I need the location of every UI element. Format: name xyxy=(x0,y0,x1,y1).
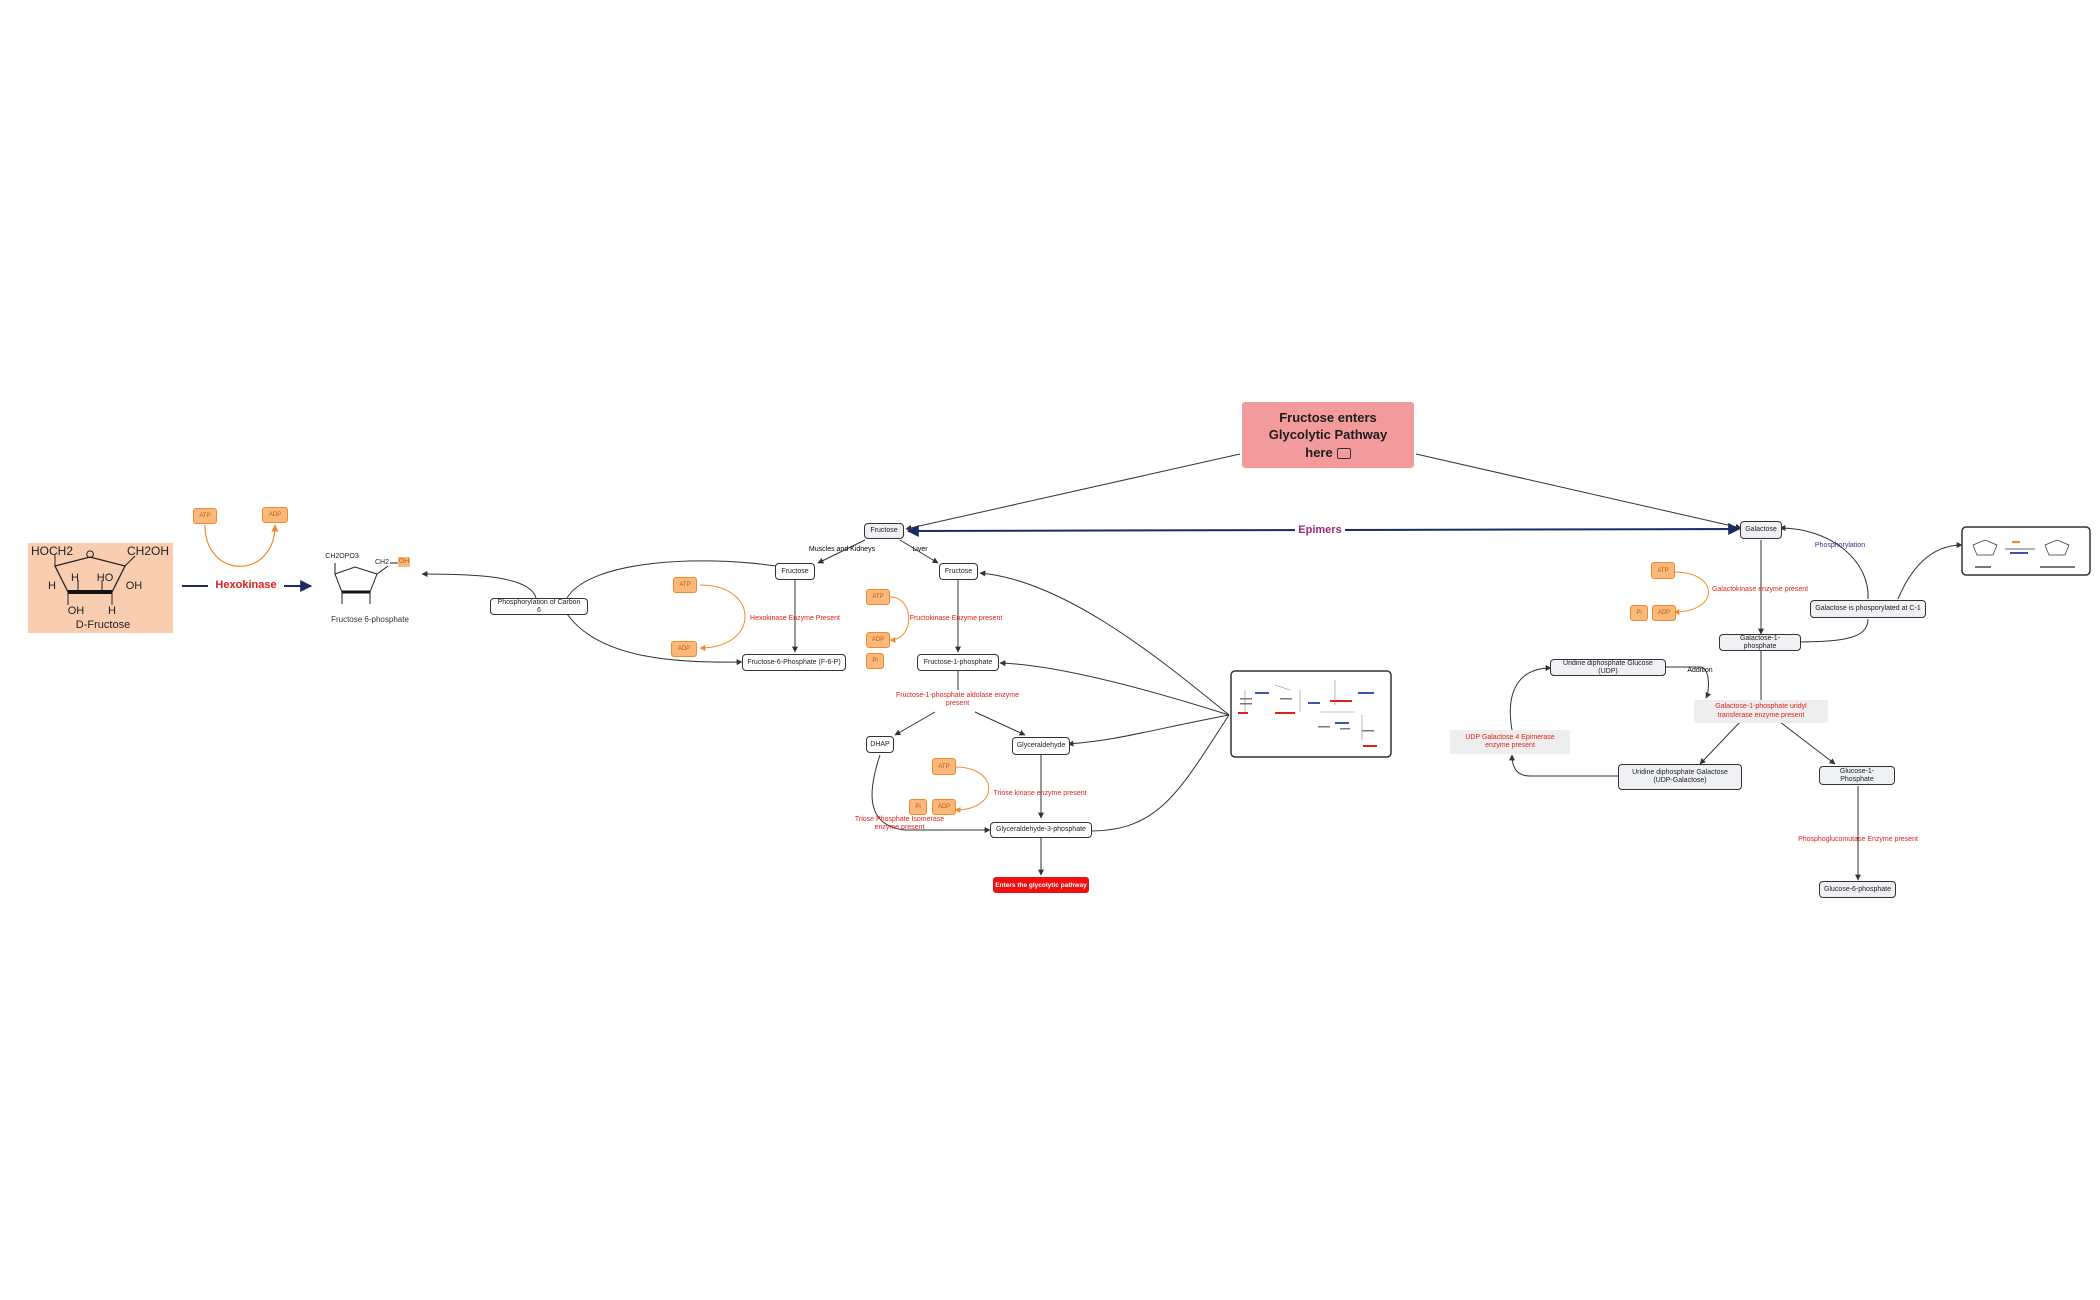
triose-kinase-atp-arc xyxy=(954,766,990,813)
phosphorylation-to-fructose xyxy=(566,560,777,599)
triose-kinase-atp-pill: ATP xyxy=(932,758,956,775)
hoch2-label: HOCH2 xyxy=(30,544,73,558)
f6p-oh-highlight xyxy=(398,557,410,567)
fructose-liver-node[interactable]: Fructose xyxy=(939,563,978,580)
hexokinase-label: Hexokinase xyxy=(215,579,277,591)
fructokinase-enzyme-label: Fructokinase Enzyme present xyxy=(909,615,1003,622)
panel-to-liver-fructose xyxy=(979,570,1230,716)
fructose-to-liver-fructose xyxy=(899,539,939,564)
fructokinase-atp-pill: ATP xyxy=(866,589,890,605)
f6p-ring xyxy=(334,566,378,593)
fructose-top-node[interactable]: Fructose xyxy=(864,523,904,539)
uridyl-to-glucose-1p xyxy=(1779,721,1836,765)
enters-glycolytic-node[interactable]: Enters the glycolytic pathway xyxy=(993,877,1089,893)
f6p-oh-label: OH xyxy=(398,558,410,565)
galactose-1p-node[interactable]: Galactose-1-phosphate xyxy=(1719,634,1801,651)
triose-kinase-pi-pill: Pi xyxy=(909,799,927,815)
aldolase-to-dhap xyxy=(894,711,936,736)
phosphorylation-to-f6p xyxy=(566,613,743,666)
fructokinase-adp-pill: ADP xyxy=(866,632,890,648)
epimerase-enzyme-label: UDP Galactose 4 Epimerase enzyme present xyxy=(1450,730,1570,754)
d-fructose-panel xyxy=(28,543,173,633)
callout-to-fructose xyxy=(905,453,1241,531)
ring-oxygen-label: O xyxy=(85,549,95,561)
callout-to-galactose xyxy=(1415,453,1742,530)
phosphorylated-to-galactose-1p xyxy=(1785,618,1869,645)
panel-to-g3p xyxy=(1091,714,1230,832)
phosphorylation-to-f6p-structure xyxy=(421,571,537,599)
f6p-node[interactable]: Fructose-6-Phosphate (F-6-P) xyxy=(742,654,846,671)
panel-to-glyceraldehyde xyxy=(1067,714,1230,747)
epimerase-to-udp-glucose xyxy=(1509,665,1552,731)
h-label-2: H xyxy=(71,572,79,584)
aldolase-enzyme-label: Fructose-1-phosphate aldolase enzyme pre… xyxy=(896,692,1019,708)
hexokinase-enzyme-label: Hexokinase Enzyme Present xyxy=(750,615,840,622)
d-fructose-label: D-Fructose xyxy=(75,619,131,631)
aldolase-to-glyceraldehyde xyxy=(974,711,1026,736)
phosphorylated-to-image-panel xyxy=(1897,542,1963,600)
callout-text: Fructose enters Glycolytic Pathway here xyxy=(1268,409,1388,460)
hexokinase-atp-pill: ATP xyxy=(673,577,697,593)
ch2oh-label: CH2OH xyxy=(126,544,169,558)
fructokinase-atp-arc xyxy=(889,596,910,643)
uridyl-transferase-enzyme-label: Galactose-1-phosphate uridyl transferase… xyxy=(1694,700,1828,723)
oh-label-1: OH xyxy=(125,580,143,592)
fructose-metabolism-thumbnail xyxy=(1230,670,1392,758)
muscles-kidneys-label: Muscles and Kidneys xyxy=(808,546,876,553)
g3p-node[interactable]: Glyceraldehyde-3-phosphate xyxy=(990,822,1092,838)
f6p-bond-2 xyxy=(376,565,389,575)
phosphorylation-label: Phosphorylation xyxy=(1814,542,1866,549)
fructose-enters-callout[interactable]: Fructose enters Glycolytic Pathway here xyxy=(1242,402,1414,468)
oh-label-2: OH xyxy=(67,605,85,617)
left-adp-pill: ADP xyxy=(262,507,288,523)
f6p-ch2opo3-label: CH2OPO3 xyxy=(325,553,359,560)
glucose-1p-node[interactable]: Glucose-1-Phosphate xyxy=(1819,766,1895,785)
d-fructose-bond-2 xyxy=(124,555,136,567)
ho-label: HO xyxy=(96,572,114,584)
dhap-node[interactable]: DHAP xyxy=(866,736,894,753)
phosphorylated-to-galactose xyxy=(1779,525,1869,600)
triose-kinase-adp-pill: ADP xyxy=(932,799,956,815)
udp-glucose-addition xyxy=(1666,666,1712,699)
d-fructose-ring xyxy=(54,556,126,593)
left-atp-pill: ATP xyxy=(193,508,217,524)
galactose-node[interactable]: Galactose xyxy=(1740,521,1782,539)
galactose-phosphorylation-thumbnail xyxy=(1961,526,2091,576)
galactokinase-atp-pill: ATP xyxy=(1651,562,1675,579)
galactokinase-enzyme-label: Galactokinase enzyme present xyxy=(1711,586,1809,593)
galactokinase-atp-arc xyxy=(1673,571,1709,615)
galactokinase-pi-pill: Pi xyxy=(1630,605,1648,621)
h-label-3: H xyxy=(108,605,116,617)
phosphorylation-carbon6-node[interactable]: Phosphorylation of Carbon 6 xyxy=(490,598,588,615)
phosphoglucomutase-enzyme-label: Phosphoglucomutase Enzyme present xyxy=(1798,836,1918,843)
triose-kinase-enzyme-label: Triose kinase enzyme present xyxy=(993,790,1087,797)
liver-label: Liver xyxy=(912,546,928,553)
udp-galactose-node[interactable]: Uridine diphosphate Galactose (UDP-Galac… xyxy=(1618,764,1742,790)
h-label-1: H xyxy=(48,580,56,592)
uridyl-to-udp-galactose xyxy=(1699,721,1741,765)
left-atp-arc xyxy=(204,524,279,567)
dhap-to-g3p xyxy=(871,754,991,833)
fructose-muscle-node[interactable]: Fructose xyxy=(775,563,815,580)
f6p-ch2-label: CH2 xyxy=(374,559,389,566)
comment-icon[interactable] xyxy=(1336,447,1351,459)
glucose-6p-node[interactable]: Glucose-6-phosphate xyxy=(1819,881,1896,898)
udp-glucose-node[interactable]: Uridine diphosphate Glucose (UDP) xyxy=(1550,659,1666,676)
f1p-node[interactable]: Fructose-1-phosphate xyxy=(917,654,999,671)
glyceraldehyde-node[interactable]: Glyceraldehyde xyxy=(1012,737,1070,755)
f6p-structure-label: Fructose 6-phosphate xyxy=(331,615,409,624)
triose-isomerase-enzyme-label: Triose Phosphate Isomerase enzyme presen… xyxy=(854,816,945,832)
hexokinase-adp-pill: ADP xyxy=(671,641,697,657)
hexokinase-atp-arc xyxy=(699,584,746,651)
galactose-phosphorylated-node[interactable]: Galactose is phosporylated at C-1 xyxy=(1810,600,1926,618)
galactokinase-adp-pill: ADP xyxy=(1652,605,1676,621)
panel-to-f1p xyxy=(999,660,1230,716)
udp-galactose-to-epimerase xyxy=(1509,754,1618,777)
fructokinase-pi-pill: Pi xyxy=(866,653,884,669)
fructose-to-muscle-fructose xyxy=(817,539,866,564)
addition-label: Addition xyxy=(1687,667,1713,674)
epimers-label: Epimers xyxy=(1295,524,1345,538)
